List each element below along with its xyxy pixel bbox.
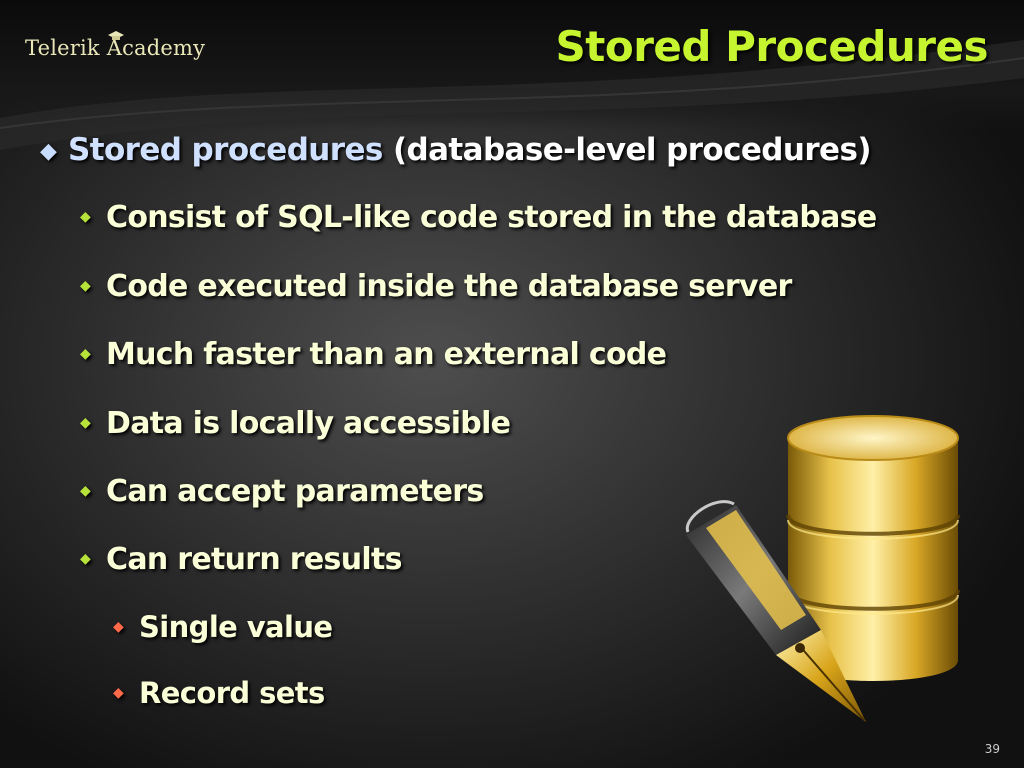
sub-bullet-text: Much faster than an external code [106,337,667,372]
sub-bullet: ◆ Data is locally accessible [80,406,511,441]
graduation-cap-icon [108,31,124,40]
main-bullet-highlight: Stored procedures [68,132,383,168]
diamond-bullet-icon: ◆ [80,209,91,225]
page-number: 39 [984,742,1000,756]
sub-bullet: ◆ Much faster than an external code [80,337,667,372]
sub-bullet-text: Consist of SQL-like code stored in the d… [106,200,877,235]
database-pen-illustration [685,415,960,722]
main-bullet-rest: (database-level procedures) [392,132,872,168]
diamond-bullet-icon: ◆ [80,483,91,499]
diamond-bullet-icon: ◆ [40,139,57,164]
sub-bullet-text: Can accept parameters [106,474,484,509]
fountain-pen-icon [685,500,866,722]
sub-bullet-text: Can return results [106,542,402,577]
sub-bullet: ◆ Code executed inside the database serve… [80,269,792,304]
sub-bullet: ◆ Can return results [80,542,402,577]
header-swoosh [0,40,1024,150]
sub-bullet-text: Data is locally accessible [106,406,511,441]
sub-sub-bullet-text: Record sets [139,676,325,710]
sub-bullet: ◆ Consist of SQL-like code stored in the … [80,200,877,235]
diamond-bullet-icon: ◆ [113,685,124,701]
diamond-bullet-icon: ◆ [80,346,91,362]
diamond-bullet-icon: ◆ [80,415,91,431]
sub-bullet: ◆ Can accept parameters [80,474,484,509]
diamond-bullet-icon: ◆ [113,619,124,635]
diamond-bullet-icon: ◆ [80,278,91,294]
sub-sub-bullet: ◆ Single value [113,610,333,644]
main-bullet: ◆ Stored procedures (database-level proce… [40,132,872,168]
sub-sub-bullet: ◆ Record sets [113,676,325,710]
diamond-bullet-icon: ◆ [80,551,91,567]
sub-sub-bullet-text: Single value [139,610,333,644]
slide-title: Stored Procedures [555,22,989,71]
sub-bullet-text: Code executed inside the database server [106,269,792,304]
